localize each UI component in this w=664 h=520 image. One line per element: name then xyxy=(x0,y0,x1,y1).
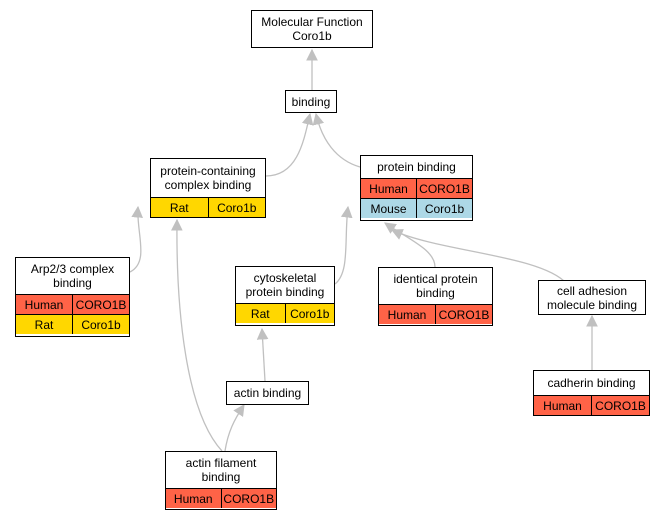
edge-afb-to-actin xyxy=(224,404,245,452)
gene-cell: CORO1B xyxy=(435,305,492,324)
gene-cell: CORO1B xyxy=(72,295,129,314)
species-cell: Human xyxy=(379,305,435,324)
node-cell-adhesion-molecule-binding[interactable]: cell adhesion molecule binding xyxy=(538,280,646,315)
node-title: protein-containing complex binding xyxy=(160,164,256,192)
gene-cell: Coro1b xyxy=(207,198,265,217)
species-cell: Mouse xyxy=(361,199,416,218)
edge-arp-to-pccb xyxy=(129,205,143,273)
gene-row: Rat Coro1b xyxy=(16,314,129,334)
gene-cell: CORO1B xyxy=(591,396,649,415)
node-title: protein binding xyxy=(377,160,456,174)
node-title: Molecular Function Coro1b xyxy=(261,15,363,43)
node-protein-containing-complex-binding[interactable]: protein-containing complex binding Rat C… xyxy=(150,158,266,218)
node-arp23-complex-binding[interactable]: Arp2/3 complex binding Human CORO1B Rat … xyxy=(15,257,130,337)
node-cytoskeletal-protein-binding[interactable]: cytoskeletal protein binding Rat Coro1b xyxy=(235,266,335,326)
species-cell: Human xyxy=(534,396,591,415)
node-title: actin binding xyxy=(233,386,302,400)
gene-row: Human CORO1B xyxy=(534,395,649,415)
gene-row: Human CORO1B xyxy=(16,294,129,314)
node-title: Arp2/3 complex binding xyxy=(30,262,115,290)
edge-afb-to-pccb xyxy=(171,218,223,452)
node-title: binding xyxy=(291,94,331,109)
gene-cell: Coro1b xyxy=(284,304,334,323)
edge-pb-to-binding xyxy=(312,112,361,168)
edge-ident-to-pb xyxy=(384,222,436,268)
node-molecular-function[interactable]: Molecular Function Coro1b xyxy=(251,10,373,48)
node-title: actin filament binding xyxy=(185,456,257,484)
node-title: cytoskeletal protein binding xyxy=(245,271,325,299)
edge-cyto-to-pb xyxy=(334,205,353,285)
gene-cell: CORO1B xyxy=(416,179,472,198)
node-protein-binding[interactable]: protein binding Human CORO1B Mouse Coro1… xyxy=(360,155,473,221)
edge-actin-to-cyto xyxy=(256,327,269,382)
node-actin-binding[interactable]: actin binding xyxy=(226,381,309,405)
node-title: cell adhesion molecule binding xyxy=(546,283,638,312)
species-cell: Rat xyxy=(236,304,285,323)
gene-cell: Coro1b xyxy=(416,199,472,218)
species-cell: Rat xyxy=(151,198,208,217)
species-cell: Human xyxy=(361,179,416,198)
gene-row: Human CORO1B xyxy=(361,178,472,198)
node-binding[interactable]: binding xyxy=(285,90,337,113)
node-identical-protein-binding[interactable]: identical protein binding Human CORO1B xyxy=(378,267,493,326)
species-cell: Rat xyxy=(16,315,72,334)
gene-row: Human CORO1B xyxy=(166,488,276,508)
node-title: identical protein binding xyxy=(393,272,478,300)
species-cell: Human xyxy=(16,295,72,314)
gene-row: Rat Coro1b xyxy=(151,197,265,217)
edge-cam-to-pb xyxy=(390,229,567,284)
node-actin-filament-binding[interactable]: actin filament binding Human CORO1B xyxy=(165,451,277,510)
gene-cell: Coro1b xyxy=(72,315,129,334)
gene-cell: CORO1B xyxy=(220,489,276,508)
node-cadherin-binding[interactable]: cadherin binding Human CORO1B xyxy=(533,370,650,416)
gene-row: Human CORO1B xyxy=(379,304,492,324)
gene-row: Rat Coro1b xyxy=(236,303,334,323)
gene-row: Mouse Coro1b xyxy=(361,198,472,218)
edge-pccb-to-binding xyxy=(265,112,314,177)
species-cell: Human xyxy=(166,489,221,508)
node-title: cadherin binding xyxy=(547,376,636,390)
